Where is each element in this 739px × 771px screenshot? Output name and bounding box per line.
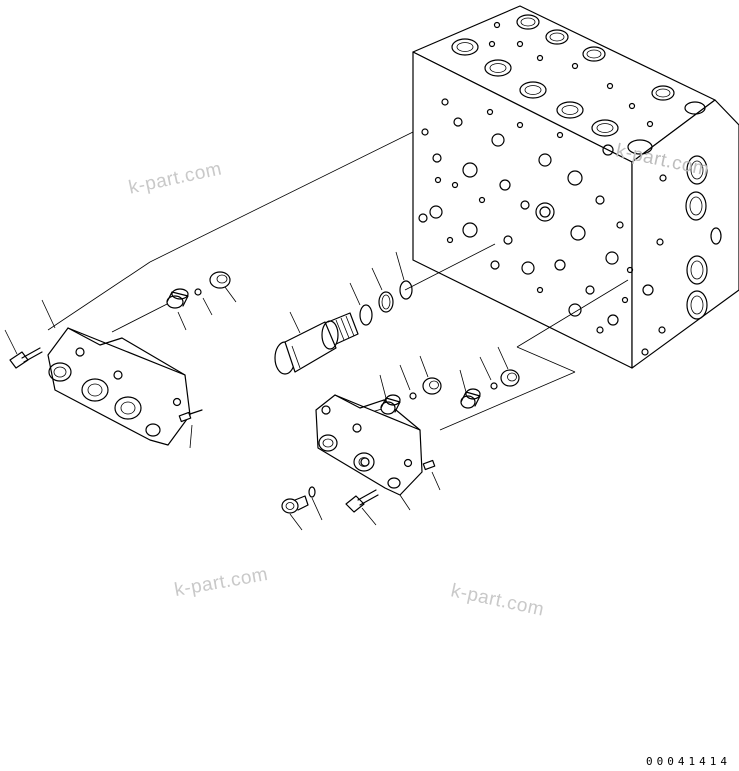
screw-left-cover bbox=[178, 409, 203, 423]
top-ports bbox=[451, 14, 706, 155]
plug-lower bbox=[281, 495, 309, 514]
o-ring-small-right-b bbox=[490, 382, 498, 390]
screw-right-cover bbox=[422, 459, 436, 471]
connector-lines bbox=[47, 131, 629, 431]
bolt-lower bbox=[345, 489, 379, 513]
o-ring-small-right-a bbox=[409, 392, 417, 400]
left-cover bbox=[47, 327, 191, 446]
front-face-ports bbox=[418, 98, 649, 356]
plug-right-a bbox=[380, 394, 401, 415]
plug-left bbox=[166, 288, 189, 309]
valve-block bbox=[412, 5, 739, 369]
o-ring-port bbox=[399, 280, 413, 300]
cap-left bbox=[209, 271, 231, 289]
o-ring-large bbox=[359, 304, 373, 326]
spring-seat bbox=[360, 457, 370, 467]
o-ring-lower bbox=[308, 486, 316, 498]
backup-ring bbox=[378, 291, 394, 313]
cap-right-a bbox=[422, 377, 442, 395]
plug-right-b bbox=[460, 388, 481, 409]
o-ring-small-left bbox=[194, 288, 202, 296]
cap-right-b bbox=[500, 369, 520, 387]
drawing-code: 00041414 bbox=[646, 755, 731, 768]
side-face-ports bbox=[642, 155, 722, 334]
bolt-left bbox=[9, 347, 43, 369]
right-cover bbox=[315, 394, 423, 496]
leader-lines bbox=[4, 251, 509, 531]
pilot-valve-cartridge bbox=[274, 312, 359, 375]
